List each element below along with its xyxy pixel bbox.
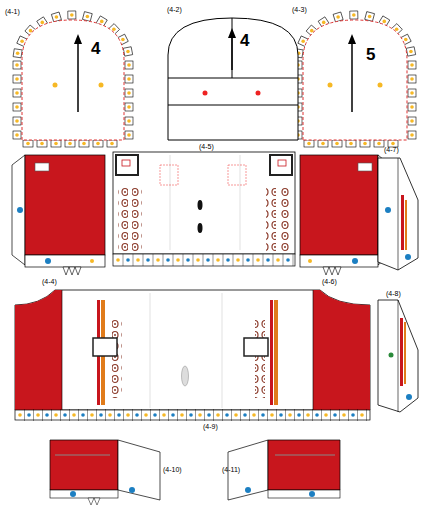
part-label: (4-1) [5,8,20,15]
part-label: (4-4) [42,278,57,285]
part-label: (4-10) [163,466,182,473]
part-number: 4 [240,32,249,49]
part-number: 5 [366,46,375,63]
part-4-8 [378,300,418,412]
part-4-7 [378,158,418,270]
part-4-1 [22,20,124,140]
part-4-5 [113,152,295,266]
part-4-6 [300,155,390,275]
part-4-3 [303,20,407,140]
part-label: (4-8) [386,290,401,297]
part-4-10 [50,440,160,505]
part-number: 4 [91,40,100,57]
part-label: (4-9) [203,423,218,430]
part-label: (4-7) [384,146,399,153]
part-4-11 [228,440,340,500]
part-label: (4-11) [222,466,240,473]
part-label: (4-3) [292,6,307,13]
part-4-4 [12,155,105,275]
part-label: (4-2) [167,6,182,13]
part-4-9 [15,290,370,420]
part-4-2 [168,18,298,140]
part-label: (4-5) [199,143,214,150]
part-label: (4-6) [322,278,337,285]
